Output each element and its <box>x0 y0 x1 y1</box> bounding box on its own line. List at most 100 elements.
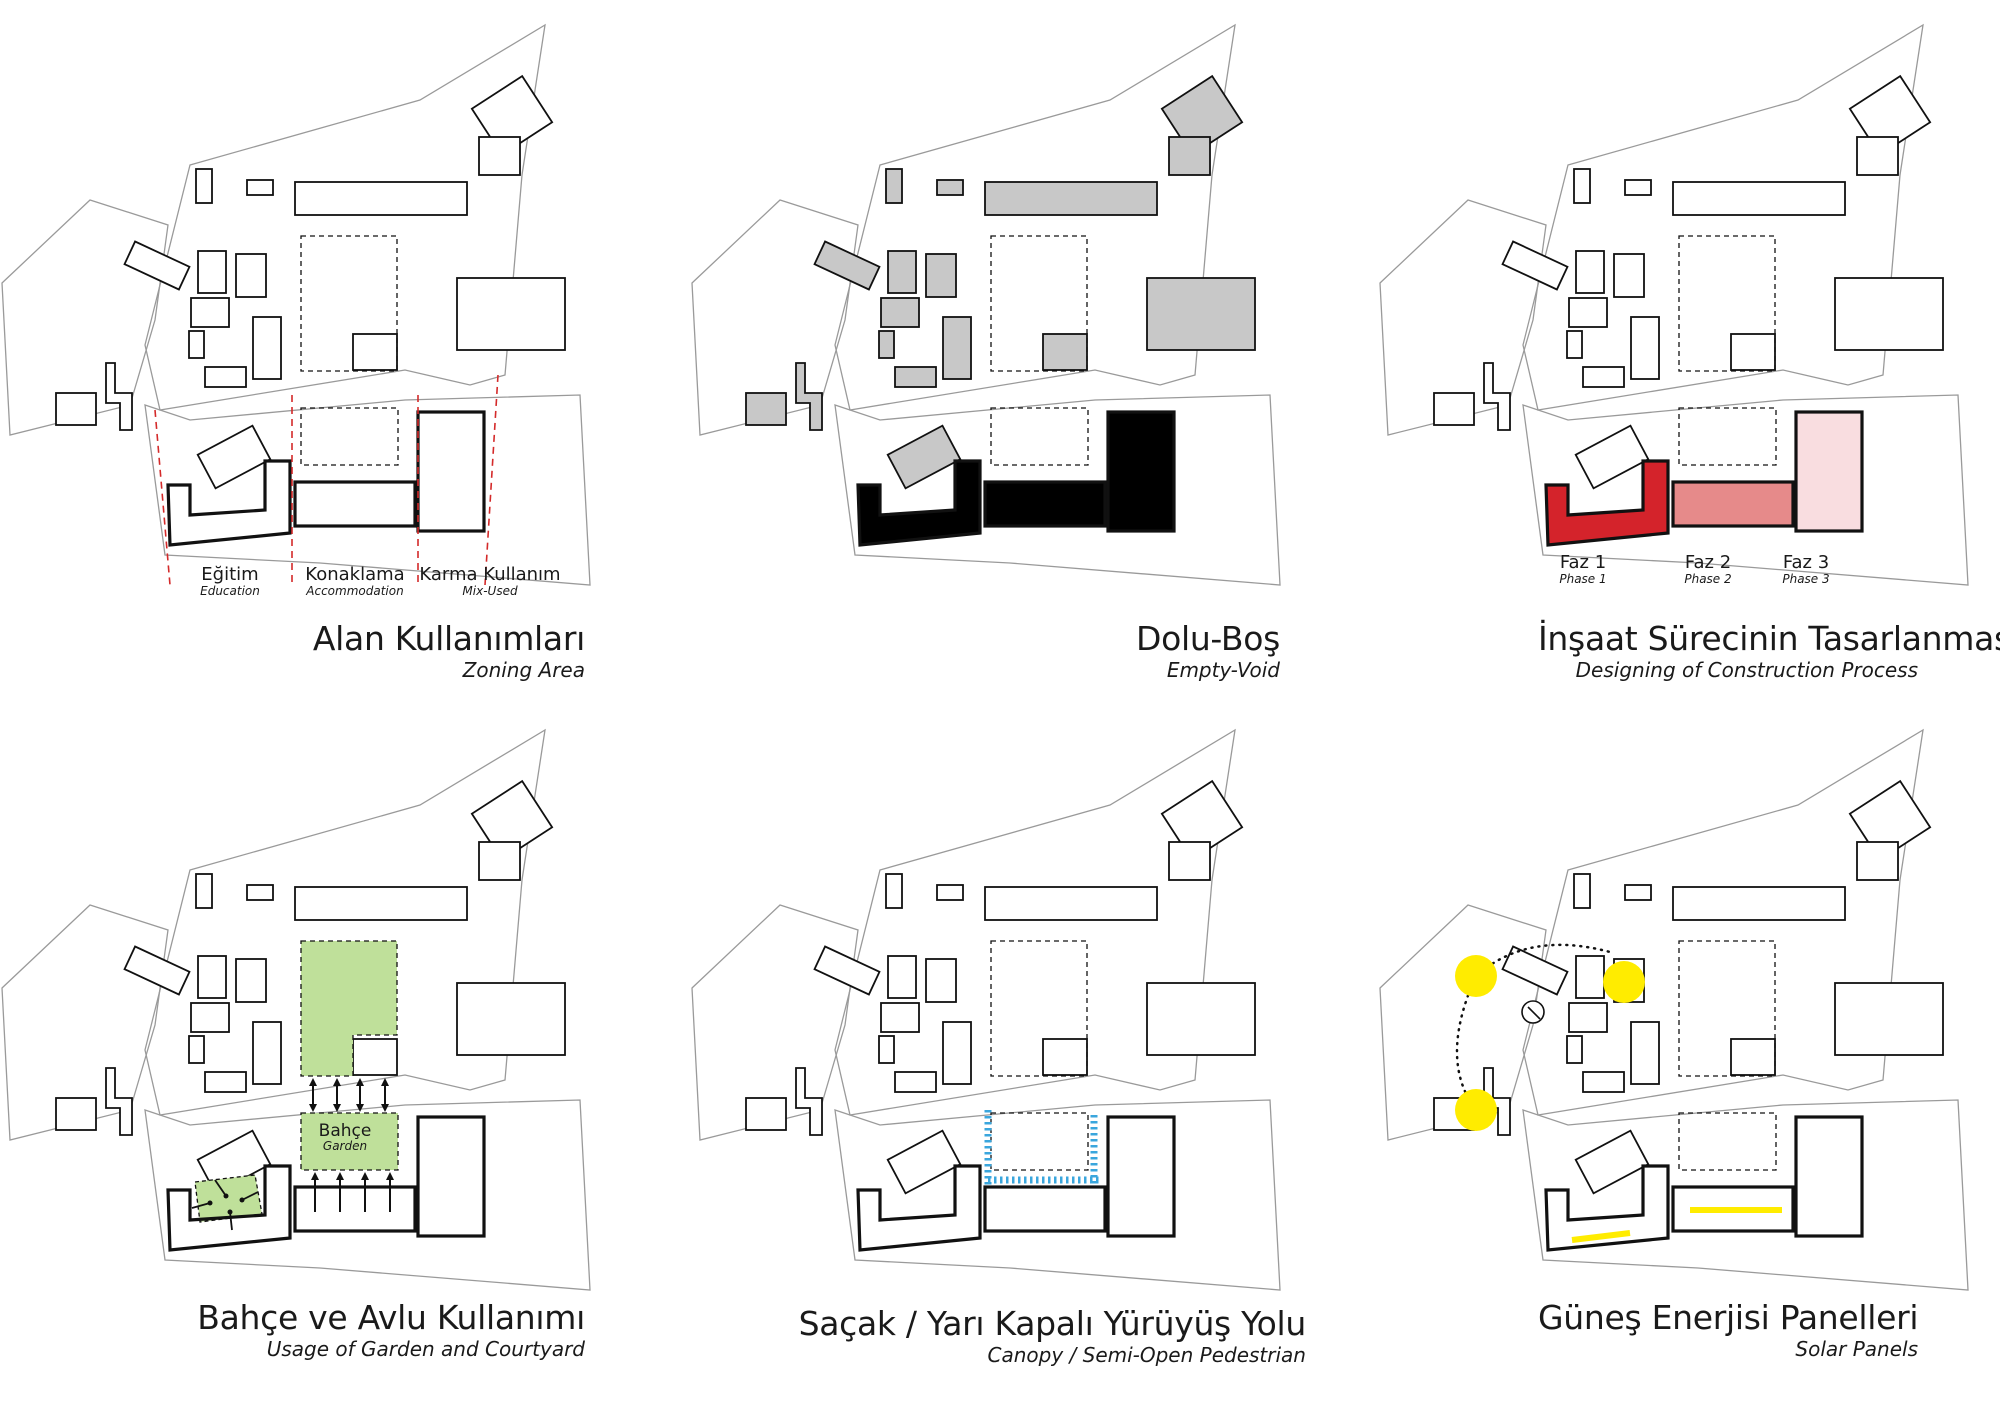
site-boundary-south <box>1522 394 1969 586</box>
building-long-north <box>294 886 468 921</box>
new-building-l-shape <box>1544 1164 1670 1252</box>
building-ne-angled <box>1848 74 1932 157</box>
building-ne-angled <box>1848 779 1932 862</box>
site-boundary-west <box>691 199 859 436</box>
garden-label: Bahçe Garden <box>318 1121 372 1153</box>
building-ne-angled <box>470 779 554 862</box>
zone-label-mixed-use: Karma Kullanım Mix-Used <box>419 564 561 598</box>
building-west-t <box>1483 362 1511 431</box>
building-f <box>252 316 282 380</box>
building-sw-small <box>55 392 97 426</box>
arrow-head-up <box>311 1172 319 1180</box>
building-c <box>1575 250 1605 294</box>
panel-zoning: Eğitim Education Konaklama Accommodation… <box>0 23 700 685</box>
caption-subtitle: Canopy / Semi-Open Pedestrian <box>987 1343 1307 1367</box>
building-in-courtyard <box>1730 1038 1776 1076</box>
arrow-head-up <box>333 1078 341 1086</box>
phase-label-1: Faz 1 Phase 1 <box>1559 552 1607 586</box>
caption-subtitle: Solar Panels <box>1795 1337 1918 1361</box>
site-boundary-south <box>144 394 591 586</box>
building-f <box>1630 316 1660 380</box>
new-building-middle <box>293 1185 417 1233</box>
courtyard-north <box>990 235 1088 372</box>
building-g <box>188 1035 205 1064</box>
courtyard-south <box>300 407 399 466</box>
site-boundary-south <box>144 1099 591 1291</box>
building-h <box>894 1071 937 1093</box>
courtyard-north <box>300 235 398 372</box>
site-boundary-west <box>691 904 859 1141</box>
site-boundary-south <box>834 394 1281 586</box>
site-boundary-west <box>1 199 169 436</box>
building-in-courtyard <box>352 333 398 371</box>
building-c <box>197 250 227 294</box>
new-building-east <box>1794 410 1864 533</box>
building-west-t <box>795 1067 823 1136</box>
courtyard-south <box>990 1112 1089 1171</box>
caption-canopy: Saçak / Yarı Kapalı Yürüyüş Yolu Canopy … <box>750 1304 1307 1367</box>
building-south-angled <box>1574 424 1650 490</box>
new-building-east <box>1106 1115 1176 1238</box>
building-ne-angled <box>1160 779 1244 862</box>
arrow-head-down <box>381 1104 389 1112</box>
site-boundary-south <box>1522 1099 1969 1291</box>
courtyard-north <box>1678 235 1776 372</box>
building-south-angled <box>886 1129 962 1195</box>
building-west-t <box>105 362 133 431</box>
building-h <box>1582 366 1625 388</box>
site-boundary-main <box>144 728 546 1116</box>
sun-west <box>1455 955 1497 997</box>
panel-empty-void: Dolu-Boş Empty-Void <box>690 23 1390 685</box>
caption-subtitle: Usage of Garden and Courtyard <box>266 1337 585 1361</box>
zone-divider-line <box>154 409 171 586</box>
caption-solar: Güneş Enerjisi Panelleri Solar Panels <box>1538 1298 1919 1361</box>
site-boundary-main <box>144 23 546 411</box>
garden-south <box>300 1112 399 1171</box>
panel-solar: Güneş Enerjisi Panelleri Solar Panels <box>1378 728 2000 1390</box>
new-building-l-shape <box>856 459 982 547</box>
building-e <box>1568 297 1608 328</box>
building-a <box>1573 168 1591 204</box>
site-boundary-west <box>1379 199 1547 436</box>
caption-title: Bahçe ve Avlu Kullanımı <box>197 1298 585 1337</box>
site-plan-empty-void <box>691 23 1281 586</box>
building-ne-square <box>1856 841 1899 881</box>
zone-label-accommodation: Konaklama Accommodation <box>305 564 405 598</box>
panel-canopy: Saçak / Yarı Kapalı Yürüyüş Yolu Canopy … <box>690 728 1390 1390</box>
caption-title: İnşaat Sürecinin Tasarlanması <box>1538 619 2000 658</box>
building-in-courtyard <box>1730 333 1776 371</box>
arrow-head-up <box>356 1078 364 1086</box>
zone-divider-line <box>484 374 499 586</box>
new-building-middle <box>1671 480 1795 528</box>
building-a <box>885 168 903 204</box>
new-building-middle <box>983 1185 1107 1233</box>
building-ne-square <box>1856 136 1899 176</box>
building-west-block <box>813 945 881 996</box>
building-a <box>1573 873 1591 909</box>
new-building-l-shape <box>856 1164 982 1252</box>
arrow-head-up <box>309 1078 317 1086</box>
building-g <box>878 1035 895 1064</box>
building-f <box>1630 1021 1660 1085</box>
arrow-link <box>214 1179 227 1197</box>
phase-label-3: Faz 3 Phase 3 <box>1782 552 1830 586</box>
caption-garden: Bahçe ve Avlu Kullanımı Usage of Garden … <box>197 1298 585 1360</box>
building-in-courtyard <box>1042 333 1088 371</box>
building-sw-small <box>745 392 787 426</box>
garden-north <box>300 940 398 1077</box>
caption-title: Dolu-Boş <box>1135 619 1280 658</box>
building-f <box>252 1021 282 1085</box>
courtyard-south <box>990 407 1089 466</box>
building-long-north <box>294 181 468 216</box>
building-a <box>885 873 903 909</box>
building-south-angled <box>886 424 962 490</box>
building-h <box>1582 1071 1625 1093</box>
new-building-middle <box>983 480 1107 528</box>
building-east-large <box>1146 982 1256 1056</box>
arrow-head-up <box>381 1078 389 1086</box>
building-e <box>190 1002 230 1033</box>
caption-subtitle: Zoning Area <box>462 658 585 682</box>
building-h <box>204 366 247 388</box>
caption-subtitle: Designing of Construction Process <box>1575 658 1918 682</box>
building-sw-small <box>1433 392 1475 426</box>
